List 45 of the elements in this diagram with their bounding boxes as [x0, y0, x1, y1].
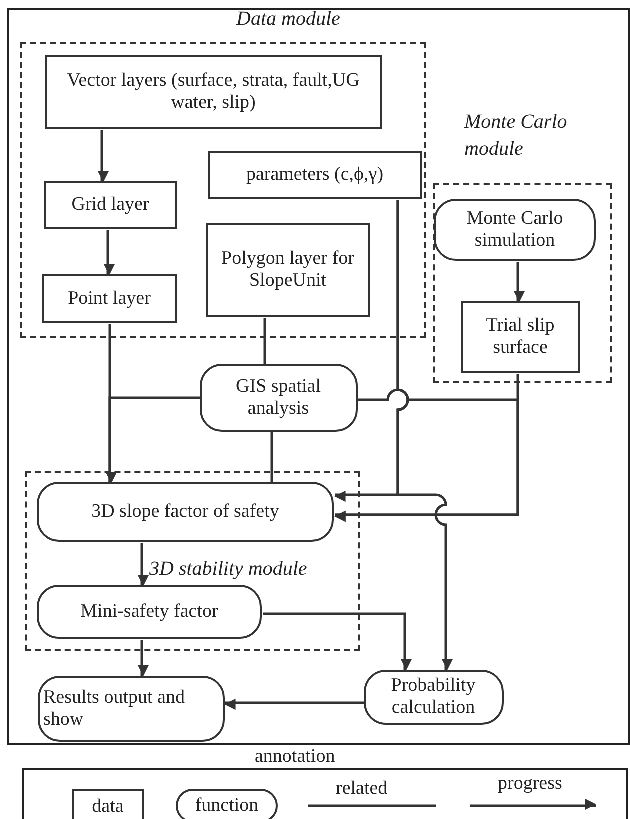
node-label: Monte Carlo simulation: [466, 208, 564, 252]
function-box: [364, 670, 504, 724]
module-heading: Monte Carlo module: [464, 110, 568, 162]
legend-text: function: [195, 795, 259, 817]
node-label: Trial slip surface: [485, 315, 556, 359]
arrow: [514, 262, 526, 302]
node-label: 3D slope factor of safety: [90, 501, 280, 523]
arrow: [263, 612, 412, 670]
legend-title: annotation: [255, 746, 336, 768]
node-label: GIS spatial analysis: [235, 376, 322, 420]
module-heading: Data module: [236, 8, 340, 30]
arrow: [106, 396, 200, 484]
arrow: [396, 200, 454, 670]
data-box: [208, 151, 422, 199]
node-label: Polygon layer for SlopeUnit: [220, 248, 356, 292]
node-label: Point layer: [67, 288, 152, 310]
function-box: [434, 199, 596, 261]
node-label: parameters (c,ϕ,γ): [245, 164, 385, 186]
legend-text: related: [336, 778, 388, 800]
function-box: [37, 482, 334, 542]
node-label: Vector layers (surface, strata, fault,UG water, slip): [66, 70, 361, 114]
node-label: Grid layer: [70, 194, 150, 216]
function-box: [200, 364, 358, 432]
function-box: [37, 585, 262, 639]
system-boundary: [7, 8, 630, 745]
connector-line: [270, 432, 274, 483]
data-box: [44, 181, 177, 229]
arrow: [104, 230, 116, 276]
module-region: [24, 470, 360, 650]
legend-text: progress: [498, 773, 562, 795]
data-box: [461, 301, 580, 373]
module-heading: 3D stability module: [150, 558, 308, 580]
data-box: [45, 55, 382, 129]
data-box: [206, 223, 370, 317]
legend-text: data: [92, 796, 124, 818]
function-box: [38, 676, 224, 742]
arrow: [138, 543, 150, 586]
arrow: [224, 698, 364, 710]
node-label: Mini-safety factor: [80, 601, 220, 623]
node-label: Results output and show: [42, 686, 186, 730]
node-label: Probability calculation: [390, 675, 477, 719]
arrow: [138, 640, 150, 676]
connector-line: [264, 318, 266, 364]
arrow: [98, 130, 110, 182]
data-box: [42, 274, 177, 323]
